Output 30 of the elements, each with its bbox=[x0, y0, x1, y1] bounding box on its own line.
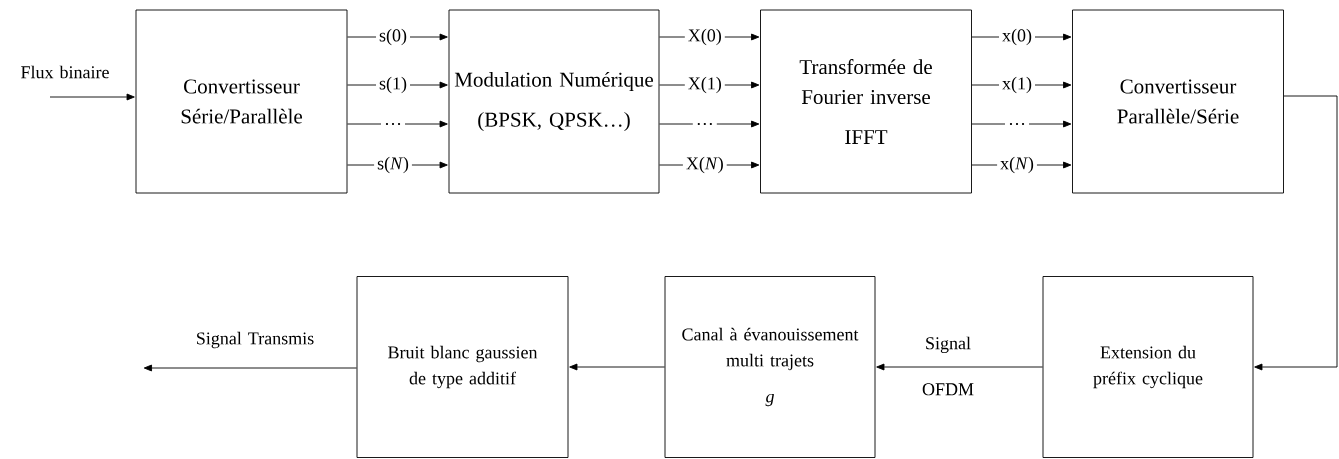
process-box: Transformée de Fourier inverse IFFT bbox=[760, 9, 972, 194]
edge-label: s(1) bbox=[376, 75, 410, 95]
arrow bbox=[49, 93, 135, 101]
edge-label: … bbox=[692, 121, 717, 127]
process-box: Canal à évanouissement multi trajets g bbox=[664, 276, 876, 458]
edge-label: Signal OFDM bbox=[922, 336, 974, 396]
edge-label: X(N) bbox=[682, 155, 727, 175]
edge-label: x(0) bbox=[999, 27, 1035, 47]
arrow bbox=[143, 364, 357, 372]
edge-label: … bbox=[381, 121, 405, 127]
edge-label: s(N) bbox=[374, 155, 412, 175]
arrow bbox=[569, 363, 665, 371]
edge-label: X(0) bbox=[684, 27, 725, 47]
process-box: Modulation Numérique (BPSK, QPSK…) bbox=[448, 9, 660, 194]
process-box: Convertisseur Série/Parallèle bbox=[135, 9, 348, 194]
edge-label: x(1) bbox=[999, 75, 1035, 95]
arrow bbox=[347, 120, 448, 128]
edge-label: x(N) bbox=[997, 155, 1037, 175]
edge-label: X(1) bbox=[684, 75, 725, 95]
arrow bbox=[971, 120, 1072, 128]
process-box: Extension du préfix cyclique bbox=[1042, 276, 1254, 458]
arrow bbox=[1254, 95, 1338, 371]
process-box: Convertisseur Parallèle/Série bbox=[1072, 9, 1284, 194]
process-box: Bruit blanc gaussien de type additif bbox=[356, 276, 569, 458]
edge-label: … bbox=[1005, 121, 1029, 127]
edge-label: Signal Transmis bbox=[197, 331, 314, 349]
edge-label: Flux binaire bbox=[21, 65, 109, 79]
edge-label: s(0) bbox=[376, 27, 410, 47]
arrow bbox=[876, 363, 1043, 371]
arrow bbox=[659, 120, 760, 128]
